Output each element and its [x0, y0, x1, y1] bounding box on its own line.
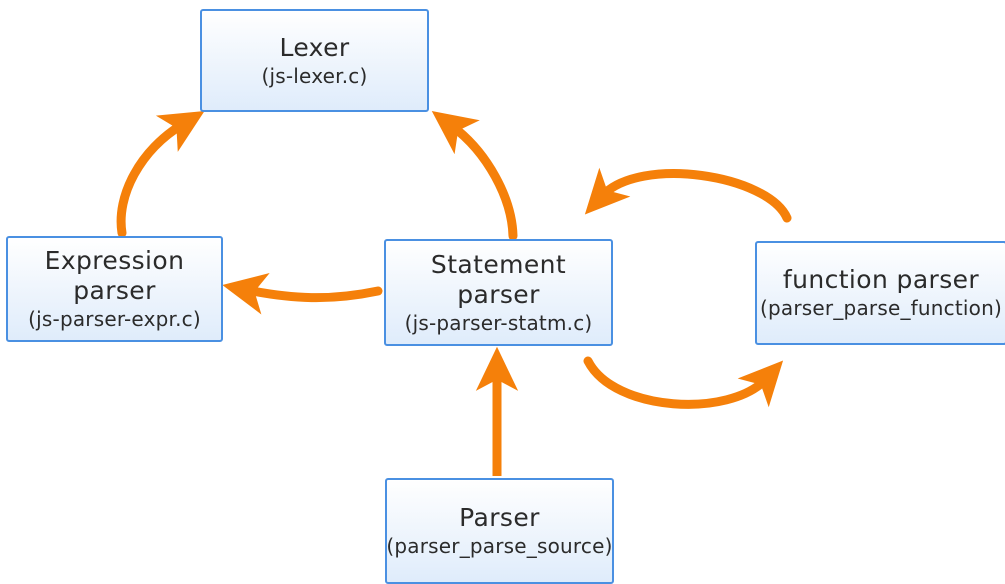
node-parser[interactable]: Parser (parser_parse_source): [385, 478, 614, 584]
node-function-parser[interactable]: function parser (parser_parse_function): [755, 241, 1005, 345]
node-function-parser-subtitle: (parser_parse_function): [760, 296, 1002, 320]
node-statement-parser[interactable]: Statement parser (js-parser-statm.c): [384, 239, 613, 346]
node-statement-parser-title: Statement parser: [430, 249, 567, 309]
edge-statement-parser-to-lexer: [431, 110, 518, 241]
node-lexer-subtitle: (js-lexer.c): [261, 63, 368, 88]
node-parser-subtitle: (parser_parse_source): [386, 534, 613, 558]
node-statement-parser-subtitle: (js-parser-statm.c): [404, 310, 593, 335]
edge-statement-parser-to-function-parser: [583, 356, 784, 409]
node-expression-parser-subtitle: (js-parser-expr.c): [28, 307, 201, 331]
edge-function-parser-to-statement-parser: [584, 167, 792, 223]
node-parser-title: Parser: [459, 503, 540, 532]
node-expression-parser[interactable]: Expression parser (js-parser-expr.c): [6, 236, 223, 342]
node-expression-parser-title: Expression parser: [44, 246, 185, 305]
edge-expression-parser-to-lexer: [116, 110, 205, 238]
node-lexer[interactable]: Lexer (js-lexer.c): [200, 9, 429, 112]
node-lexer-title: Lexer: [279, 32, 350, 62]
node-function-parser-title: function parser: [782, 265, 980, 294]
edge-statement-parser-to-expression-parser: [222, 272, 383, 315]
